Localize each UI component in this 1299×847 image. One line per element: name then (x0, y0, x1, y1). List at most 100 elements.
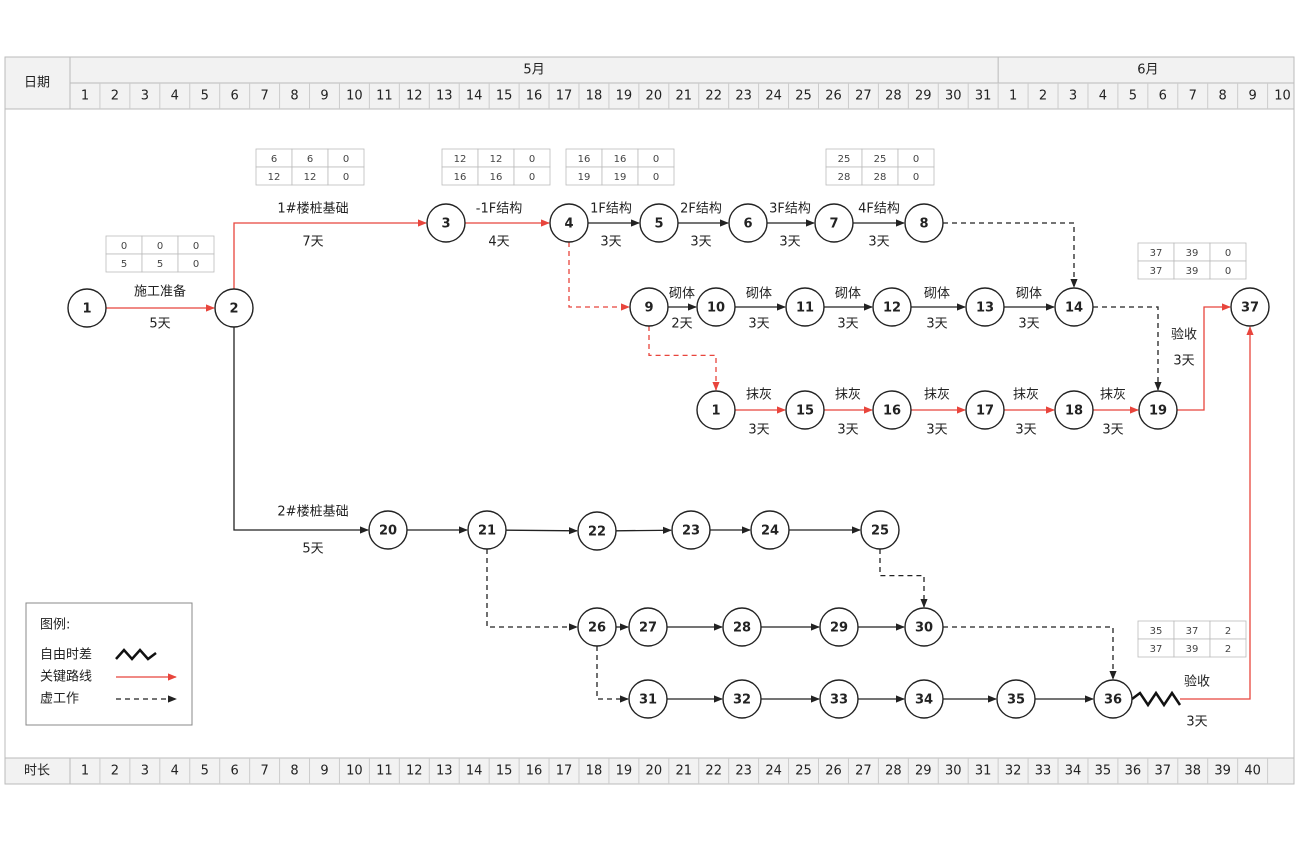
day-number: 15 (496, 89, 513, 104)
duration-number: 35 (1095, 764, 1112, 779)
node-n7: 7 (814, 203, 854, 243)
node-circle (67, 288, 107, 328)
node-n16: 16 (872, 390, 912, 430)
node-n28: 28 (722, 607, 762, 647)
info-cell: 2 (1225, 644, 1231, 655)
info-cell-box (1209, 638, 1247, 658)
node-label: 33 (830, 693, 848, 708)
edge-label-duration: 3天 (926, 423, 947, 438)
edge-n4-n9 (568, 242, 630, 311)
day-number: 25 (795, 89, 812, 104)
node-label: 19 (1149, 404, 1167, 419)
info-cell: 0 (193, 241, 199, 252)
edge-label-duration: 3天 (779, 235, 800, 250)
duration-number: 22 (705, 764, 722, 779)
node-circle (214, 288, 254, 328)
node-circle (819, 607, 859, 647)
node-label: 34 (915, 693, 933, 708)
node-label: 12 (883, 301, 901, 316)
info-cell: 5 (121, 259, 127, 270)
duration-number: 24 (765, 764, 782, 779)
node-label: 3 (441, 217, 450, 232)
day-number: 9 (1248, 89, 1256, 104)
node-label: 37 (1241, 301, 1259, 316)
day-number: 14 (466, 89, 483, 104)
node-circle (860, 510, 900, 550)
info-cell-box (1209, 260, 1247, 280)
day-number: 2 (1039, 89, 1047, 104)
node-circle (785, 390, 825, 430)
duration-number: 8 (290, 764, 298, 779)
info-cell: 0 (1225, 248, 1231, 259)
node-circle (1230, 287, 1270, 327)
info-cell: 6 (271, 154, 277, 165)
info-cell: 39 (1186, 248, 1199, 259)
node-circle (577, 607, 617, 647)
node-circle (722, 679, 762, 719)
edge-label-task: 砌体 (746, 287, 772, 302)
node-label: 18 (1065, 404, 1083, 419)
edge-n21-n22 (505, 527, 578, 535)
duration-number: 1 (81, 764, 89, 779)
node-circle (819, 679, 859, 719)
edge-label-task: 抹灰 (1100, 388, 1126, 403)
info-cell: 0 (1225, 266, 1231, 277)
edge-label-task: 砌体 (669, 287, 695, 302)
day-number: 1 (1009, 89, 1017, 104)
info-cell: 0 (529, 172, 535, 183)
edge-label-task: 4F结构 (858, 202, 900, 217)
node-label: 15 (796, 404, 814, 419)
node-label: 36 (1104, 693, 1122, 708)
node-circle (577, 511, 617, 551)
edge-n19-n37 (1177, 303, 1231, 411)
edge-label-duration: 3天 (690, 235, 711, 250)
node-label: 2 (229, 302, 238, 317)
node-n36: 36 (1093, 679, 1133, 719)
day-number: 26 (825, 89, 842, 104)
node-circle (872, 390, 912, 430)
day-number: 3 (141, 89, 149, 104)
duration-number: 9 (320, 764, 328, 779)
edge-label-duration: 3天 (600, 235, 621, 250)
edge-label-duration: 5天 (149, 317, 170, 332)
free-float-zigzag (1131, 690, 1182, 708)
edge-label-duration: 3天 (926, 317, 947, 332)
info-cell: 25 (838, 154, 851, 165)
node-n17: 17 (965, 390, 1005, 430)
day-number: 5 (201, 89, 209, 104)
edge-label-duration: 3天 (748, 317, 769, 332)
info-cell-box (177, 253, 215, 273)
duration-number: 5 (201, 764, 209, 779)
node-n35: 35 (996, 679, 1036, 719)
node-label: 25 (871, 524, 889, 539)
node-n15: 15 (785, 390, 825, 430)
edge-label-duration: 5天 (302, 542, 323, 557)
day-number: 10 (1274, 89, 1291, 104)
node-n29: 29 (819, 607, 859, 647)
info-cell: 2 (1225, 626, 1231, 637)
duration-number: 13 (436, 764, 453, 779)
edge-label-duration: 3天 (1015, 423, 1036, 438)
edge-label-task: -1F结构 (476, 202, 522, 217)
node-label: 23 (682, 524, 700, 539)
node-n11: 11 (785, 287, 825, 327)
node-circle (1093, 679, 1133, 719)
day-number: 27 (855, 89, 872, 104)
duration-number: 11 (376, 764, 393, 779)
edge-n21-n26 (486, 549, 578, 631)
edge-n2-n20 (233, 327, 369, 534)
info-cell: 16 (454, 172, 467, 183)
edge-n14-n19 (1093, 306, 1162, 391)
node-label: 6 (743, 217, 752, 232)
edge-label-task: 砌体 (835, 287, 861, 302)
info-cell: 0 (157, 241, 163, 252)
node-label: 14 (1065, 301, 1083, 316)
node-label: 5 (654, 217, 663, 232)
info-cell: 28 (874, 172, 887, 183)
legend-item-label: 关键路线 (40, 669, 92, 685)
info-cell: 0 (343, 172, 349, 183)
edge-label-task: 2#楼桩基础 (277, 505, 348, 520)
